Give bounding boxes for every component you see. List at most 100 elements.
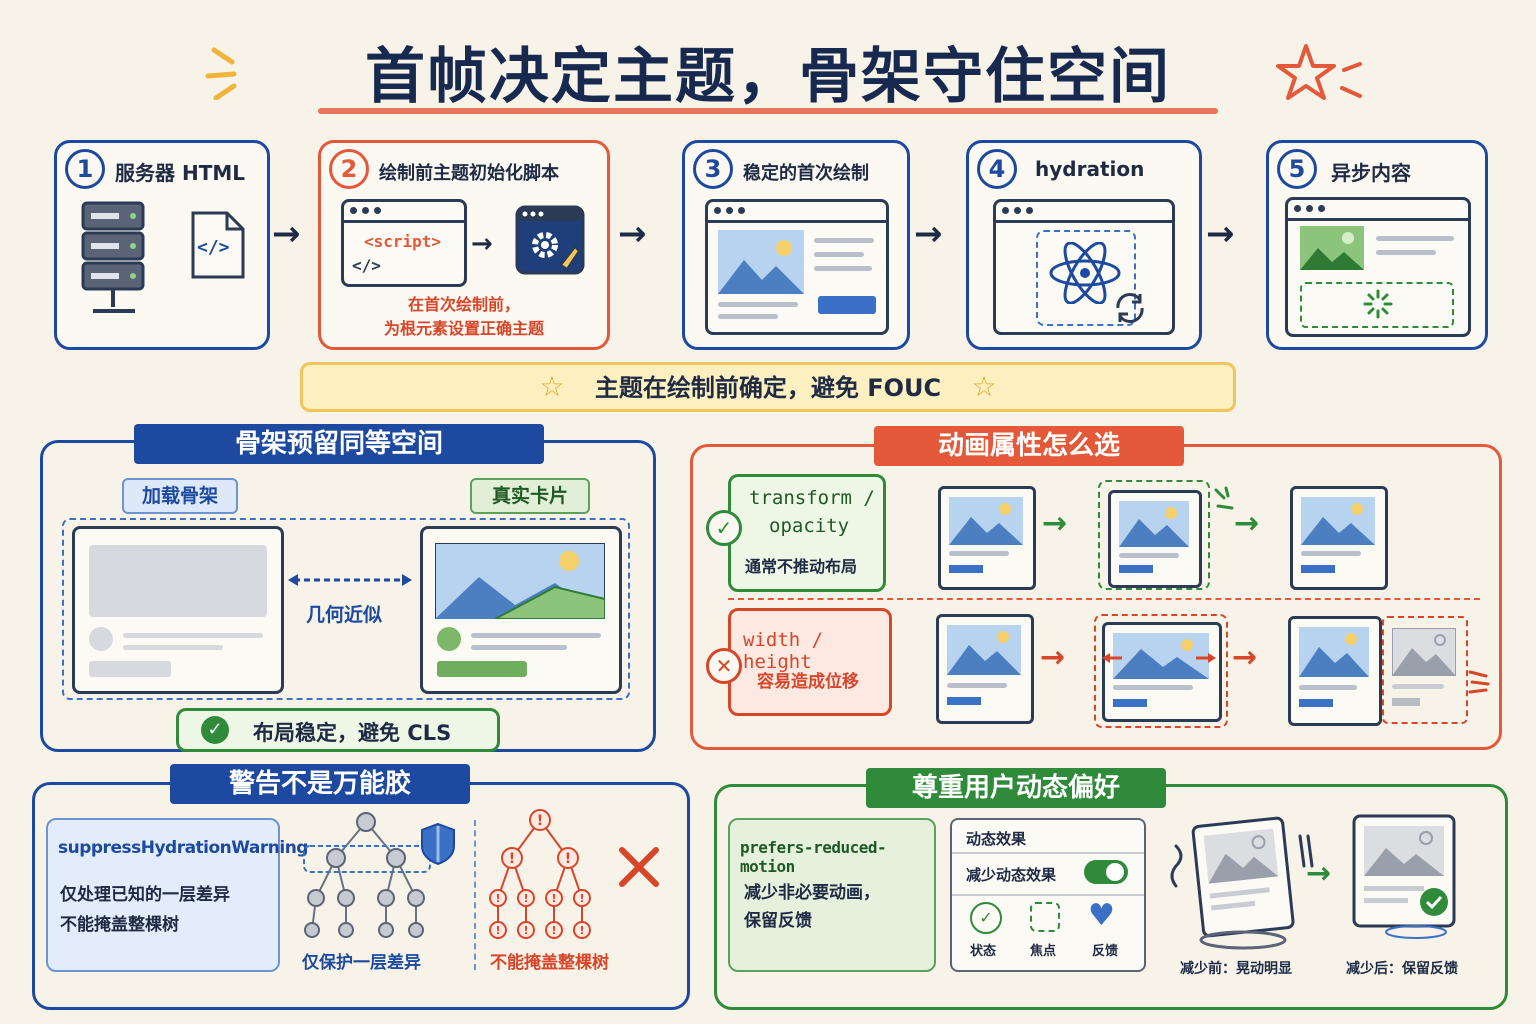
good-seq-dashed xyxy=(1098,480,1210,590)
step-1-title: 服务器 HTML xyxy=(115,161,245,185)
star-icon: ☆ xyxy=(971,370,997,403)
arrow-green-1: → xyxy=(1042,506,1068,541)
html-code-glyph: </> xyxy=(197,237,230,258)
step-3-title: 稳定的首次绘制 xyxy=(743,163,869,184)
focus-label: 焦点 xyxy=(1030,944,1057,959)
title-underline xyxy=(318,108,1218,114)
animation-divider xyxy=(728,598,1480,600)
star-right-icon xyxy=(1276,44,1362,100)
bad-seq-ghost-card xyxy=(1382,616,1468,724)
protect-caption: 仅保护一层差异 xyxy=(302,953,421,973)
refresh-icon xyxy=(1116,293,1144,323)
fouc-banner: ☆ 主题在绘制前确定，避免 FOUC ☆ xyxy=(300,362,1236,412)
step-2-title: 绘制前主题初始化脚本 xyxy=(379,163,559,184)
cls-result-text: 布局稳定，避免 CLS xyxy=(253,721,452,745)
svg-text:!: ! xyxy=(537,813,543,829)
bad-seq-dashed xyxy=(1094,614,1228,728)
motion-settings-window: 动态效果 减少动态效果 ✓ ♥ 状态 焦点 反馈 xyxy=(950,818,1146,972)
motion-arrow: → xyxy=(1306,856,1332,891)
reduced-motion-line-1: 减少非必要动画， xyxy=(744,883,880,903)
bad-seq-card-3 xyxy=(1288,616,1382,726)
transform-label: transform / xyxy=(749,487,875,509)
svg-text:!: ! xyxy=(495,892,500,905)
svg-text:!: ! xyxy=(579,892,584,905)
calm-card-icon xyxy=(1352,814,1456,939)
arrow-3-4: → xyxy=(914,214,943,254)
step-3-card: 3 稳定的首次绘制 xyxy=(682,140,910,350)
step-2-card: 2 绘制前主题初始化脚本 <script> </> → 在首次绘制前， 为根元素… xyxy=(318,140,610,350)
landscape-image-icon xyxy=(435,543,605,619)
arrow-red-2: → xyxy=(1232,640,1258,675)
skeleton-ribbon: 骨架预留同等空间 xyxy=(134,424,544,464)
animation-ribbon: 动画属性怎么选 xyxy=(874,426,1184,466)
script-open-tag: <script> xyxy=(364,232,442,251)
step-2-note-line1: 在首次绘制前， xyxy=(407,295,520,314)
suppress-line-2: 不能掩盖整棵树 xyxy=(60,915,179,935)
image-icon xyxy=(1299,627,1369,677)
reduced-motion-code: prefers-reduced-motion xyxy=(740,838,887,876)
reduced-motion-line-2: 保留反馈 xyxy=(744,911,812,931)
check-icon: ✓ xyxy=(201,716,229,744)
real-card xyxy=(420,526,622,694)
arrow-green-2: → xyxy=(1234,506,1260,541)
svg-text:!: ! xyxy=(551,924,556,937)
react-atom-icon xyxy=(1049,242,1121,304)
theme-gear-window-icon xyxy=(515,205,585,275)
sparkle-left-icon xyxy=(205,47,237,100)
focus-square-icon xyxy=(1030,902,1060,932)
red-x-icon xyxy=(619,847,659,887)
image-icon xyxy=(949,497,1023,545)
image-placeholder-icon xyxy=(718,230,804,294)
step-1-card: 1 服务器 HTML </> xyxy=(54,140,270,350)
server-icon xyxy=(81,201,145,313)
arrow-2-3: → xyxy=(618,214,647,254)
svg-text:!: ! xyxy=(509,851,515,867)
arrow-1-2: → xyxy=(272,214,301,254)
before-caption: 减少前：晃动明显 xyxy=(1180,961,1292,977)
layout-shift-label: 容易造成位移 xyxy=(757,672,859,692)
suppress-line-1: 仅处理已知的一层差异 xyxy=(60,885,230,905)
html-file-icon xyxy=(191,211,245,279)
image-icon xyxy=(1392,628,1456,676)
real-card-tag: 真实卡片 xyxy=(470,478,590,514)
suppress-warning-code: suppressHydrationWarning xyxy=(58,838,308,858)
reduced-motion-box: prefers-reduced-motion 减少非必要动画， 保留反馈 xyxy=(728,818,936,972)
arrow-script-to-theme: → xyxy=(471,229,493,259)
cannot-cover-caption: 不能掩盖整棵树 xyxy=(490,953,609,973)
good-seq-card-2 xyxy=(1108,490,1202,588)
step-4-card: 4 hydration xyxy=(966,140,1202,350)
ok-ring-icon: ✓ xyxy=(706,510,742,546)
image-icon xyxy=(947,625,1021,675)
shake-lines-icon xyxy=(1468,670,1490,694)
svg-text:!: ! xyxy=(523,892,528,905)
loading-spinner-icon xyxy=(1363,289,1393,319)
resize-arrows-icon xyxy=(1102,653,1216,663)
good-seq-card-3 xyxy=(1290,486,1388,590)
skeleton-card xyxy=(72,526,284,694)
reduce-motion-toggle-label: 减少动态效果 xyxy=(966,866,1057,884)
opacity-label: opacity xyxy=(769,515,850,537)
width-height-box: width / height 容易造成位移 xyxy=(728,608,892,716)
reduce-motion-toggle[interactable] xyxy=(1084,860,1128,884)
svg-text:!: ! xyxy=(523,924,528,937)
step-4-title: hydration xyxy=(1035,157,1145,181)
svg-text:!: ! xyxy=(551,892,556,905)
image-icon xyxy=(1113,633,1209,679)
width-height-label: width / height xyxy=(743,629,824,673)
step-2-number: 2 xyxy=(329,149,369,189)
svg-text:!: ! xyxy=(495,924,500,937)
skeleton-dashed-frame xyxy=(62,518,630,700)
settings-title: 动态效果 xyxy=(966,830,1027,848)
arrow-red-1: → xyxy=(1040,640,1066,675)
shaking-card-icon xyxy=(1170,816,1314,950)
step-2-note-line2: 为根元素设置正确主题 xyxy=(383,319,544,338)
warning-divider xyxy=(474,820,476,970)
script-close-tag: </> xyxy=(352,256,381,275)
arrow-4-5: → xyxy=(1206,214,1235,254)
status-check-icon: ✓ xyxy=(970,902,1002,934)
step-3-number: 3 xyxy=(693,149,733,189)
cls-result-box: ✓ 布局稳定，避免 CLS xyxy=(176,708,500,752)
svg-text:!: ! xyxy=(579,924,584,937)
error-tree-icon: !!! !!!! !!!! xyxy=(489,809,591,939)
fouc-banner-text: 主题在绘制前确定，避免 FOUC xyxy=(594,374,942,402)
